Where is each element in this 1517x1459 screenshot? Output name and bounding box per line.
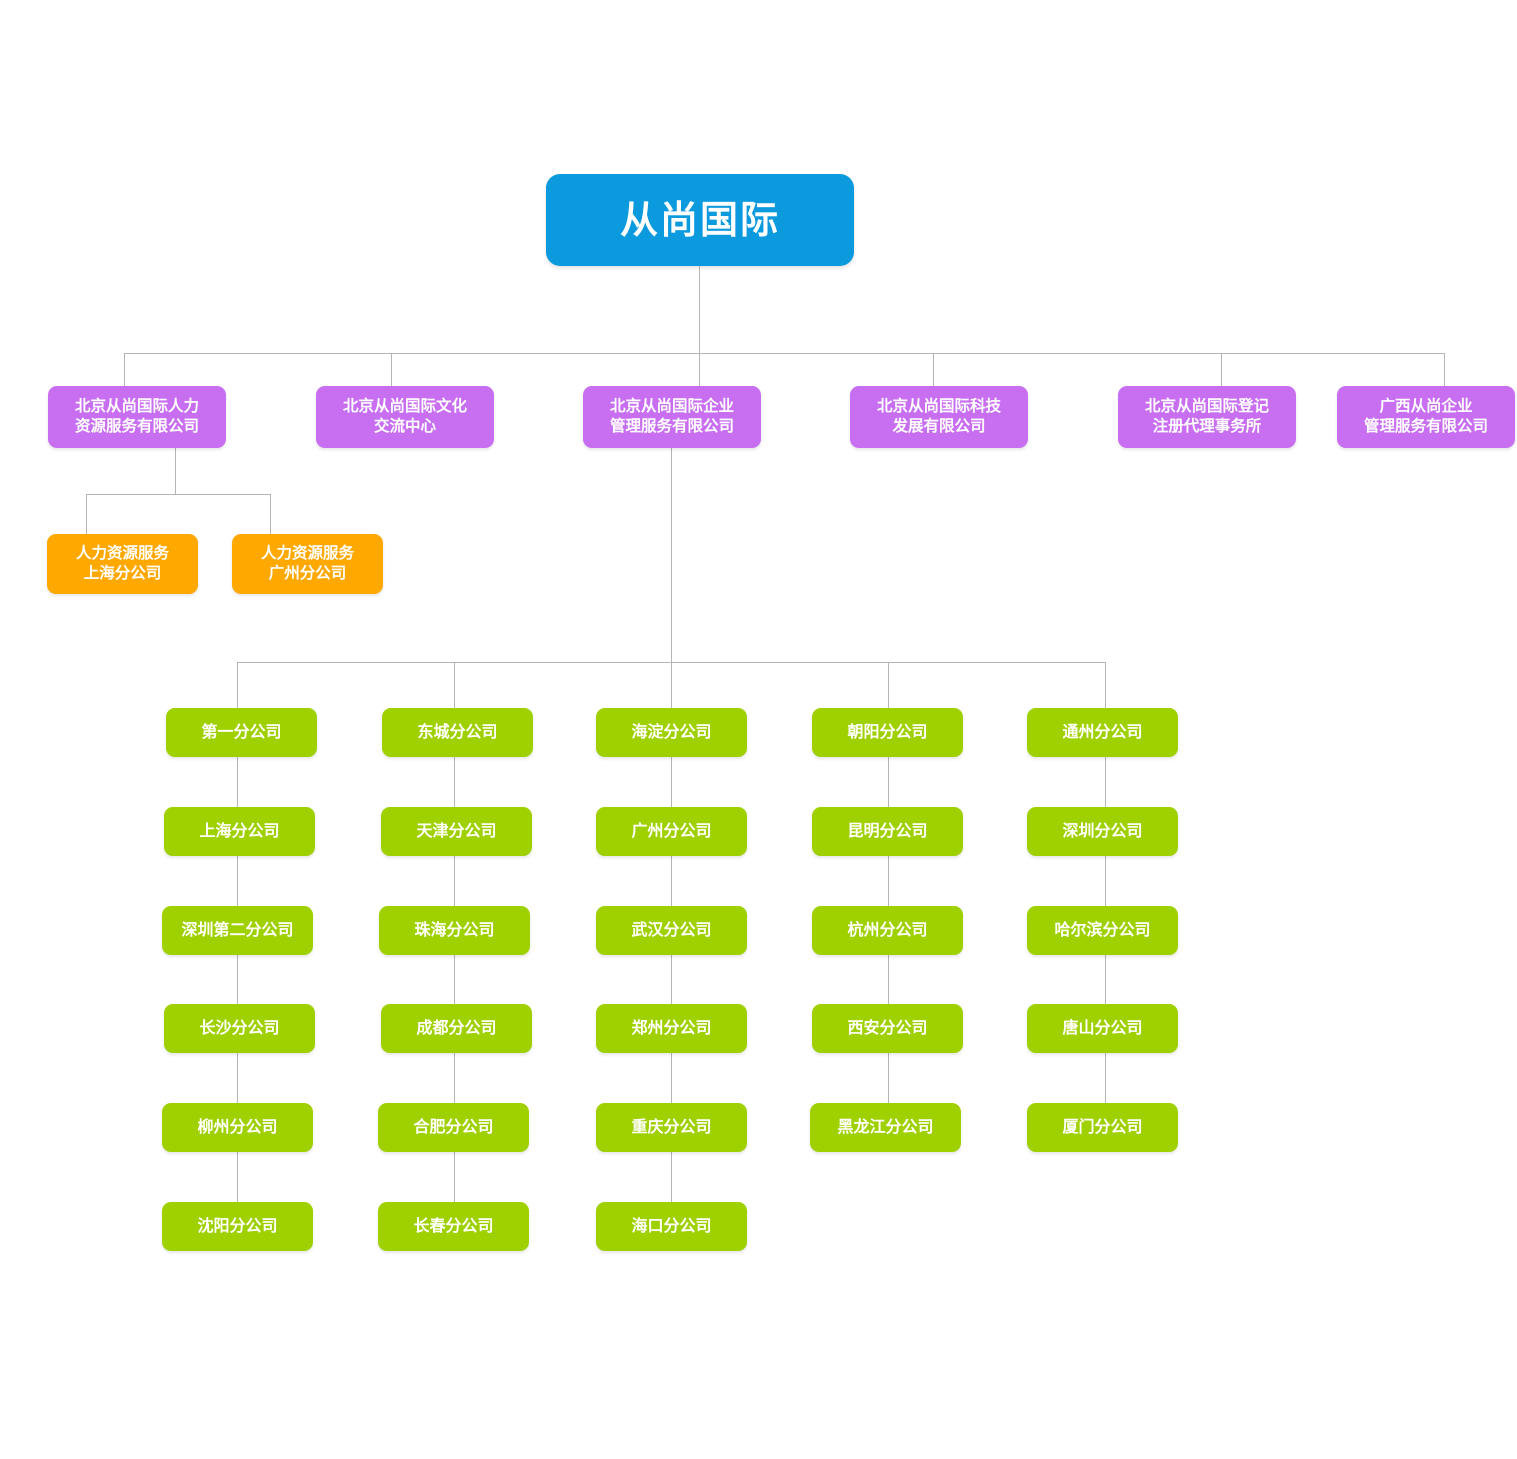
org-node-branch-c1-r3[interactable]: 深圳第二分公司 bbox=[162, 906, 313, 955]
org-node-branch-c3-r4[interactable]: 郑州分公司 bbox=[596, 1004, 747, 1053]
connector-col2-row5-row6 bbox=[454, 1152, 455, 1202]
org-node-division-1[interactable]: 北京从尚国际人力 资源服务有限公司 bbox=[48, 386, 226, 448]
connector-col2-row4-row5 bbox=[454, 1053, 455, 1103]
connector-col5-row2-row3 bbox=[1105, 856, 1106, 906]
org-node-branch-c4-r2[interactable]: 昆明分公司 bbox=[812, 807, 963, 856]
org-node-branch-c2-r6[interactable]: 长春分公司 bbox=[378, 1202, 529, 1251]
connector-col4-row1-row2 bbox=[888, 757, 889, 807]
connector-division-drop-5 bbox=[1221, 353, 1222, 386]
org-node-branch-c5-r3[interactable]: 哈尔滨分公司 bbox=[1027, 906, 1178, 955]
org-node-branch-c3-r1[interactable]: 海淀分公司 bbox=[596, 708, 747, 757]
org-node-branch-c3-r2[interactable]: 广州分公司 bbox=[596, 807, 747, 856]
connector-col5-row3-row4 bbox=[1105, 955, 1106, 1005]
org-node-branch-c3-r6[interactable]: 海口分公司 bbox=[596, 1202, 747, 1251]
connector-col3-row1-row2 bbox=[671, 757, 672, 807]
org-node-branch-c2-r3[interactable]: 珠海分公司 bbox=[379, 906, 530, 955]
org-node-branch-c4-r5[interactable]: 黑龙江分公司 bbox=[810, 1103, 961, 1152]
org-node-branch-c3-r3[interactable]: 武汉分公司 bbox=[596, 906, 747, 955]
connector-division-drop-2 bbox=[391, 353, 392, 386]
connector-col2-row3-row4 bbox=[454, 955, 455, 1005]
org-node-division-3[interactable]: 北京从尚国际企业 管理服务有限公司 bbox=[583, 386, 761, 448]
connector-col2-row1-row2 bbox=[454, 757, 455, 807]
org-node-branch-c1-r1[interactable]: 第一分公司 bbox=[166, 708, 317, 757]
connector-col4-row2-row3 bbox=[888, 856, 889, 906]
connector-col5-row1-row2 bbox=[1105, 757, 1106, 807]
connector-col3-row5-row6 bbox=[671, 1152, 672, 1202]
connector-hr-drop bbox=[175, 448, 176, 494]
org-node-branch-c5-r1[interactable]: 通州分公司 bbox=[1027, 708, 1178, 757]
connector-division-drop-1 bbox=[124, 353, 125, 386]
connector-col3-row4-row5 bbox=[671, 1053, 672, 1103]
connector-division-drop-6 bbox=[1444, 353, 1445, 386]
connector-col1-row2-row3 bbox=[237, 856, 238, 906]
org-node-branch-c2-r5[interactable]: 合肥分公司 bbox=[378, 1103, 529, 1152]
connector-branch-col-drop-3 bbox=[671, 662, 672, 708]
connector-branch-col-drop-4 bbox=[888, 662, 889, 708]
connector-division-drop-4 bbox=[933, 353, 934, 386]
org-node-branch-c1-r4[interactable]: 长沙分公司 bbox=[164, 1004, 315, 1053]
connector-col3-row2-row3 bbox=[671, 856, 672, 906]
org-node-branch-c5-r2[interactable]: 深圳分公司 bbox=[1027, 807, 1178, 856]
connector-branch-col-drop-5 bbox=[1105, 662, 1106, 708]
org-node-branch-c2-r4[interactable]: 成都分公司 bbox=[381, 1004, 532, 1053]
connector-division-bus bbox=[124, 353, 1444, 354]
connector-col1-row4-row5 bbox=[237, 1053, 238, 1103]
org-node-division-4[interactable]: 北京从尚国际科技 发展有限公司 bbox=[850, 386, 1028, 448]
connector-col1-row3-row4 bbox=[237, 955, 238, 1005]
connector-branch-col-drop-2 bbox=[454, 662, 455, 708]
org-node-root[interactable]: 从尚国际 bbox=[546, 174, 854, 266]
connector-col4-row3-row4 bbox=[888, 955, 889, 1005]
org-node-branch-c3-r5[interactable]: 重庆分公司 bbox=[596, 1103, 747, 1152]
org-node-branch-c1-r5[interactable]: 柳州分公司 bbox=[162, 1103, 313, 1152]
org-node-branch-c4-r1[interactable]: 朝阳分公司 bbox=[812, 708, 963, 757]
org-node-branch-c1-r2[interactable]: 上海分公司 bbox=[164, 807, 315, 856]
org-node-branch-c2-r2[interactable]: 天津分公司 bbox=[381, 807, 532, 856]
connector-hr-bus bbox=[86, 494, 271, 495]
org-node-hr-sub-1[interactable]: 人力资源服务 上海分公司 bbox=[47, 534, 198, 594]
org-node-branch-c5-r4[interactable]: 唐山分公司 bbox=[1027, 1004, 1178, 1053]
org-node-branch-c5-r5[interactable]: 厦门分公司 bbox=[1027, 1103, 1178, 1152]
connector-col3-row3-row4 bbox=[671, 955, 672, 1005]
connector-col5-row4-row5 bbox=[1105, 1053, 1106, 1103]
connector-col4-row4-row5 bbox=[888, 1053, 889, 1103]
connector-branch-trunk bbox=[671, 448, 672, 662]
org-node-branch-c4-r4[interactable]: 西安分公司 bbox=[812, 1004, 963, 1053]
connector-col1-row5-row6 bbox=[237, 1152, 238, 1202]
connector-hr-drop-2 bbox=[270, 494, 271, 534]
org-node-division-5[interactable]: 北京从尚国际登记 注册代理事务所 bbox=[1118, 386, 1296, 448]
connector-hr-drop-1 bbox=[86, 494, 87, 534]
org-node-hr-sub-2[interactable]: 人力资源服务 广州分公司 bbox=[232, 534, 383, 594]
org-node-division-2[interactable]: 北京从尚国际文化 交流中心 bbox=[316, 386, 494, 448]
org-node-branch-c4-r3[interactable]: 杭州分公司 bbox=[812, 906, 963, 955]
connector-division-drop-3 bbox=[699, 353, 700, 386]
org-node-branch-c1-r6[interactable]: 沈阳分公司 bbox=[162, 1202, 313, 1251]
org-node-branch-c2-r1[interactable]: 东城分公司 bbox=[382, 708, 533, 757]
connector-branch-col-drop-1 bbox=[237, 662, 238, 708]
connector-col2-row2-row3 bbox=[454, 856, 455, 906]
connector-col1-row1-row2 bbox=[237, 757, 238, 807]
org-node-division-6[interactable]: 广西从尚企业 管理服务有限公司 bbox=[1337, 386, 1515, 448]
connector-root-drop bbox=[699, 266, 700, 354]
